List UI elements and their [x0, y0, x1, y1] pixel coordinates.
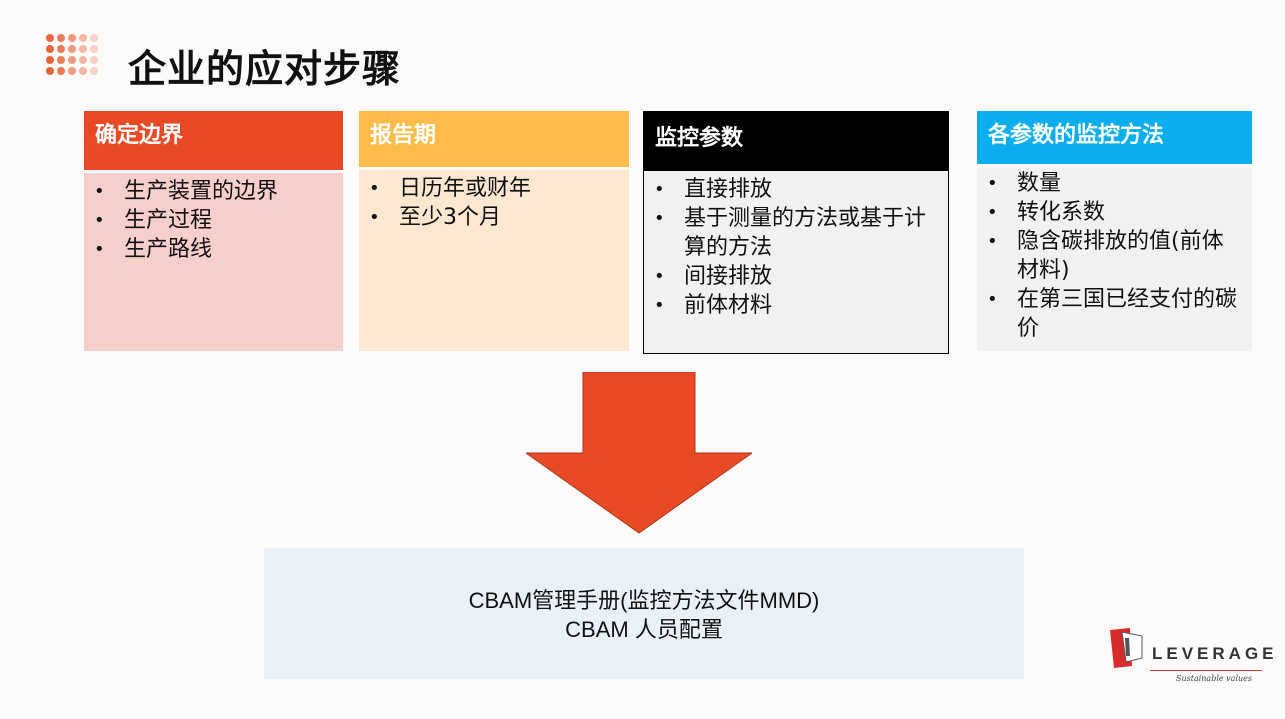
- logo-name: LEVERAGE: [1152, 644, 1278, 663]
- decorative-dots: [46, 34, 106, 82]
- card-heading: 监控参数: [644, 112, 948, 171]
- card-heading: 确定边界: [84, 111, 343, 170]
- decorative-dot: [90, 34, 98, 42]
- decorative-dot: [57, 45, 65, 53]
- decorative-dot: [90, 67, 98, 75]
- card-heading: 各参数的监控方法: [977, 111, 1252, 164]
- list-item: 转化系数: [987, 198, 1242, 227]
- decorative-dot: [90, 45, 98, 53]
- card-body: 生产装置的边界 生产过程 生产路线: [84, 173, 343, 351]
- decorative-dot: [90, 56, 98, 64]
- list-item: 间接排放: [654, 262, 938, 291]
- card-monitoring-parameters: 监控参数 直接排放 基于测量的方法或基于计算的方法 间接排放 前体材料: [643, 111, 949, 354]
- decorative-dot: [68, 34, 76, 42]
- logo-tagline: Sustainable values: [1176, 674, 1252, 683]
- card-body: 日历年或财年 至少3个月: [359, 170, 629, 351]
- leverage-logo-icon: [1110, 628, 1143, 668]
- list-item: 生产路线: [94, 235, 333, 264]
- list-item: 在第三国已经支付的碳价: [987, 285, 1242, 343]
- card-heading: 报告期: [359, 111, 629, 167]
- decorative-dot: [79, 67, 87, 75]
- card-body: 数量 转化系数 隐含碳排放的值(前体材料) 在第三国已经支付的碳价: [977, 168, 1252, 351]
- logo-divider: [1150, 670, 1262, 671]
- decorative-dot: [57, 56, 65, 64]
- card-boundary: 确定边界 生产装置的边界 生产过程 生产路线: [84, 111, 343, 351]
- decorative-dot: [68, 67, 76, 75]
- result-line-2: CBAM 人员配置: [565, 617, 723, 642]
- list-item: 生产装置的边界: [94, 177, 333, 206]
- list-item: 生产过程: [94, 206, 333, 235]
- decorative-dot: [79, 45, 87, 53]
- decorative-dot: [79, 56, 87, 64]
- down-arrow-icon: [526, 372, 752, 534]
- decorative-dot: [68, 56, 76, 64]
- decorative-dot: [79, 34, 87, 42]
- result-line-1: CBAM管理手册(监控方法文件MMD): [468, 588, 820, 613]
- list-item: 隐含碳排放的值(前体材料): [987, 227, 1242, 285]
- list-item: 日历年或财年: [369, 174, 619, 203]
- decorative-dot: [46, 67, 54, 75]
- slide-title: 企业的应对步骤: [128, 47, 402, 91]
- list-item: 直接排放: [654, 175, 938, 204]
- list-item: 至少3个月: [369, 203, 619, 232]
- decorative-dot: [46, 45, 54, 53]
- result-box: CBAM管理手册(监控方法文件MMD) CBAM 人员配置: [264, 548, 1024, 679]
- list-item: 数量: [987, 169, 1242, 198]
- card-body: 直接排放 基于测量的方法或基于计算的方法 间接排放 前体材料: [644, 171, 948, 353]
- list-item: 基于测量的方法或基于计算的方法: [654, 204, 938, 262]
- decorative-dot: [46, 34, 54, 42]
- logo: LEVERAGE Sustainable values: [1106, 624, 1274, 688]
- list-item: 前体材料: [654, 291, 938, 320]
- decorative-dot: [57, 67, 65, 75]
- decorative-dot: [57, 34, 65, 42]
- decorative-dot: [46, 56, 54, 64]
- card-monitoring-methods: 各参数的监控方法 数量 转化系数 隐含碳排放的值(前体材料) 在第三国已经支付的…: [977, 111, 1252, 351]
- card-reporting-period: 报告期 日历年或财年 至少3个月: [359, 111, 629, 351]
- decorative-dot: [68, 45, 76, 53]
